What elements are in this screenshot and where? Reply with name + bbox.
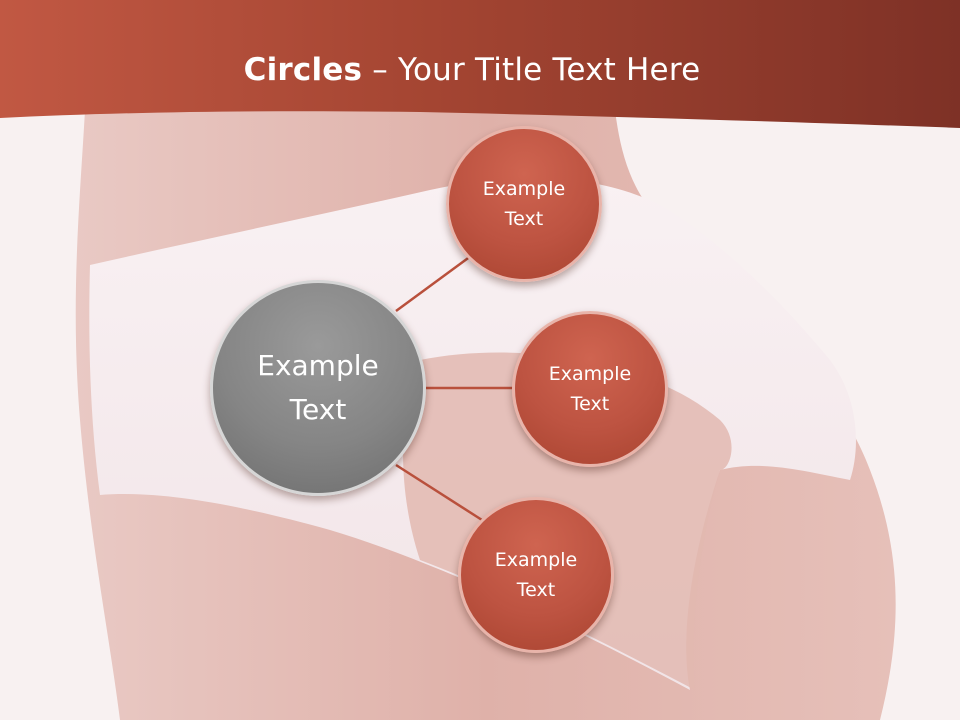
node-circle-2: Example Text — [512, 311, 668, 467]
slide-title-rest: – Your Title Text Here — [362, 52, 701, 88]
connector-line-3 — [395, 463, 483, 522]
header-band — [0, 0, 960, 128]
center-circle: Example Text — [210, 280, 426, 496]
node-circle-1-label: Example Text — [482, 178, 566, 230]
center-circle-label: Example Text — [257, 349, 379, 426]
node-circle-3: Example Text — [458, 497, 614, 653]
node-circle-1: Example Text — [446, 126, 602, 282]
slide-title: Circles – Your Title Text Here — [0, 52, 944, 88]
node-circle-2-label: Example Text — [548, 363, 632, 415]
slide-title-bold: Circles — [243, 52, 363, 88]
connector-line-1 — [395, 251, 476, 313]
node-circle-3-label: Example Text — [494, 549, 578, 601]
